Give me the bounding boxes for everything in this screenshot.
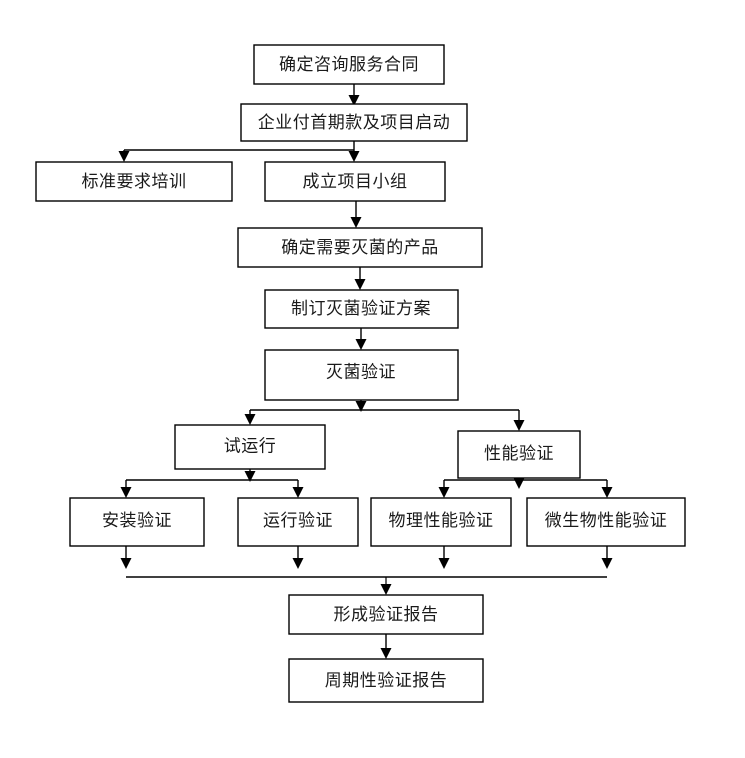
node-label: 标准要求培训 [82,172,187,191]
node-label: 试运行 [224,436,277,455]
node-confirm-consulting-contract[interactable]: 确定咨询服务合同 [253,44,445,85]
node-microbiological-performance-validation[interactable]: 微生物性能验证 [526,497,686,547]
node-installation-qualification[interactable]: 安装验证 [69,497,205,547]
connector-layer [118,84,613,659]
connector-products-to-plan [354,267,366,290]
node-periodic-validation-report[interactable]: 周期性验证报告 [288,658,484,703]
node-produce-validation-report[interactable]: 形成验证报告 [288,594,484,635]
node-box[interactable] [288,594,484,635]
node-box[interactable] [288,658,484,703]
node-label: 性能验证 [484,444,554,463]
node-label: 周期性验证报告 [325,671,448,690]
node-box[interactable] [526,497,686,547]
node-performance-validation[interactable]: 性能验证 [457,430,581,479]
connector-plan-to-validation [355,328,367,350]
node-label: 形成验证报告 [334,605,439,624]
node-standard-requirements-training[interactable]: 标准要求培训 [35,161,233,202]
node-label: 物理性能验证 [389,511,494,530]
node-box[interactable] [264,289,459,329]
node-layer: 确定咨询服务合同 企业付首期款及项目启动 标准要求培训 成立项目小组 确定需要灭… [35,44,686,703]
node-label: 微生物性能验证 [545,511,668,530]
node-physical-performance-validation[interactable]: 物理性能验证 [370,497,512,547]
node-box[interactable] [264,349,459,401]
connector-payment-split [118,141,360,162]
node-label: 安装验证 [102,511,172,530]
node-trial-run[interactable]: 试运行 [174,424,326,470]
node-label: 制订灭菌验证方案 [291,299,431,318]
node-box[interactable] [174,424,326,470]
node-label: 确定需要灭菌的产品 [281,238,439,257]
connector-performance-split [438,478,613,498]
node-label: 灭菌验证 [326,362,396,381]
connector-team-to-products [350,201,362,228]
connector-validation-split [244,400,525,431]
connector-report-to-periodic [380,634,392,659]
node-box[interactable] [457,430,581,479]
node-box[interactable] [35,161,233,202]
node-box[interactable] [264,161,446,202]
node-box[interactable] [237,497,359,547]
node-box[interactable] [253,44,445,85]
node-label: 企业付首期款及项目启动 [258,113,451,132]
node-sterilization-validation[interactable]: 灭菌验证 [264,349,459,401]
node-box[interactable] [370,497,512,547]
connector-trial-split [120,469,304,498]
node-establish-project-team[interactable]: 成立项目小组 [264,161,446,202]
node-box[interactable] [240,103,468,142]
connector-merge-bus [120,546,613,595]
node-label: 成立项目小组 [303,172,408,191]
node-label: 运行验证 [263,511,333,530]
node-operational-qualification[interactable]: 运行验证 [237,497,359,547]
connector-contract-to-payment [348,84,360,106]
node-box[interactable] [69,497,205,547]
node-identify-products-to-sterilize[interactable]: 确定需要灭菌的产品 [237,227,483,268]
node-company-down-payment-project-start[interactable]: 企业付首期款及项目启动 [240,103,468,142]
node-develop-sterilization-validation-plan[interactable]: 制订灭菌验证方案 [264,289,459,329]
node-label: 确定咨询服务合同 [279,55,419,74]
node-box[interactable] [237,227,483,268]
